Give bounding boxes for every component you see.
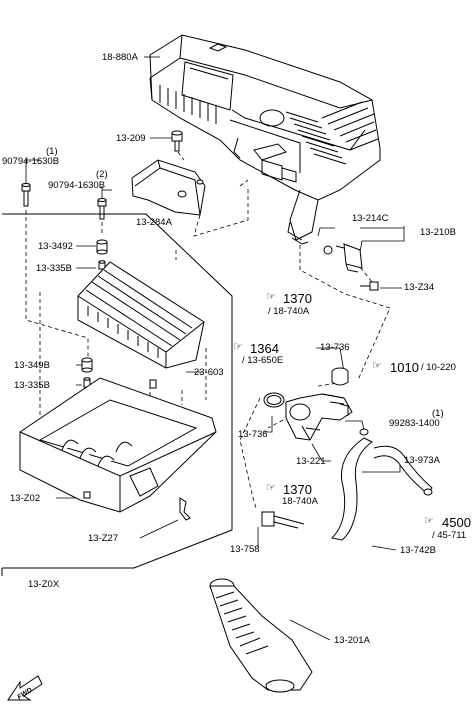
bracket-13-284A-part bbox=[131, 159, 206, 216]
label-13-736-a: 13-736 bbox=[320, 342, 350, 353]
label-13-3492: 13-3492 bbox=[38, 241, 73, 252]
label-18-880A: 18-880A bbox=[102, 52, 138, 63]
hose-13-742B-part bbox=[261, 428, 433, 541]
bolt-13-209-part bbox=[171, 130, 183, 152]
ref-18-740A-a[interactable]: / 18-740A bbox=[268, 306, 310, 317]
ref-10-220[interactable]: / 10-220 bbox=[421, 362, 456, 373]
retainer-13-349B-part bbox=[81, 357, 93, 388]
forward-arrow-icon bbox=[7, 675, 43, 701]
label-90794-1630B-qty-1: (1) bbox=[46, 146, 58, 157]
intake-hose-13-201A-part bbox=[209, 578, 313, 693]
leader-lines bbox=[25, 56, 405, 641]
label-13-758: 13-758 bbox=[230, 544, 260, 555]
air-filter-element-part bbox=[77, 261, 205, 369]
label-90794-1630B-2: 90794-1630B bbox=[48, 180, 106, 191]
label-13-742B: 13-742B bbox=[400, 545, 436, 556]
ref-1010[interactable]: 1010 bbox=[390, 360, 419, 375]
label-13-335B-b: 13-335B bbox=[14, 380, 50, 391]
label-90794-1630B-1: 90794-1630B bbox=[2, 156, 60, 167]
label-13-Z02: 13-Z02 bbox=[10, 493, 41, 504]
air-cleaner-cover-part bbox=[149, 34, 381, 245]
ref-1364[interactable]: 1364 bbox=[250, 341, 279, 356]
label-13-221: 13-221 bbox=[296, 456, 326, 467]
bolt-90794-1630B-part bbox=[21, 183, 107, 220]
label-13-973A: 13-973A bbox=[404, 455, 440, 466]
retainer-13-3492-part bbox=[96, 239, 108, 270]
label-23-603: 23-603 bbox=[194, 367, 224, 378]
sensor-13-214C-part bbox=[323, 243, 379, 291]
ref-1370-a[interactable]: 1370 bbox=[283, 291, 312, 306]
clip-13-Z27-part bbox=[179, 497, 191, 521]
label-99283-1400-qty: (1) bbox=[432, 408, 444, 419]
label-13-Z27: 13-Z27 bbox=[88, 533, 119, 544]
label-13-201A: 13-201A bbox=[334, 635, 370, 646]
label-13-209: 13-209 bbox=[116, 133, 146, 144]
assembly-box-13-Z0X bbox=[1, 213, 233, 576]
label-13-214C: 13-214C bbox=[352, 213, 389, 224]
label-13-736-b: 13-736 bbox=[238, 429, 268, 440]
label-13-349B: 13-349B bbox=[14, 360, 50, 371]
label-13-284A: 13-284A bbox=[136, 217, 172, 228]
ref-13-650E[interactable]: / 13-650E bbox=[242, 355, 284, 366]
label-13-210B: 13-210B bbox=[420, 227, 456, 238]
label-90794-1630B-qty-2: (2) bbox=[96, 169, 108, 180]
ref-4500[interactable]: 4500 bbox=[442, 515, 471, 530]
label-99283-1400: 99283-1400 bbox=[389, 418, 440, 429]
label-13-Z34: 13-Z34 bbox=[404, 282, 435, 293]
label-13-Z0X: 13-Z0X bbox=[28, 579, 60, 590]
ref-45-711[interactable]: / 45-711 bbox=[432, 530, 467, 541]
pointing-hand-icon: ☞ bbox=[424, 515, 434, 527]
pointing-hand-icon: ☞ bbox=[233, 341, 243, 353]
ref-1370-b[interactable]: 1370 bbox=[283, 482, 312, 497]
pointing-hand-icon: ☞ bbox=[266, 291, 276, 303]
label-13-335B-a: 13-335B bbox=[36, 263, 72, 274]
air-duct-13-221-part bbox=[263, 367, 353, 441]
pointing-hand-icon: ☞ bbox=[266, 482, 276, 494]
ref-18-740A-b[interactable]: 18-740A bbox=[282, 496, 318, 507]
pointing-hand-icon: ☞ bbox=[372, 360, 382, 372]
air-cleaner-case-part bbox=[19, 377, 217, 513]
